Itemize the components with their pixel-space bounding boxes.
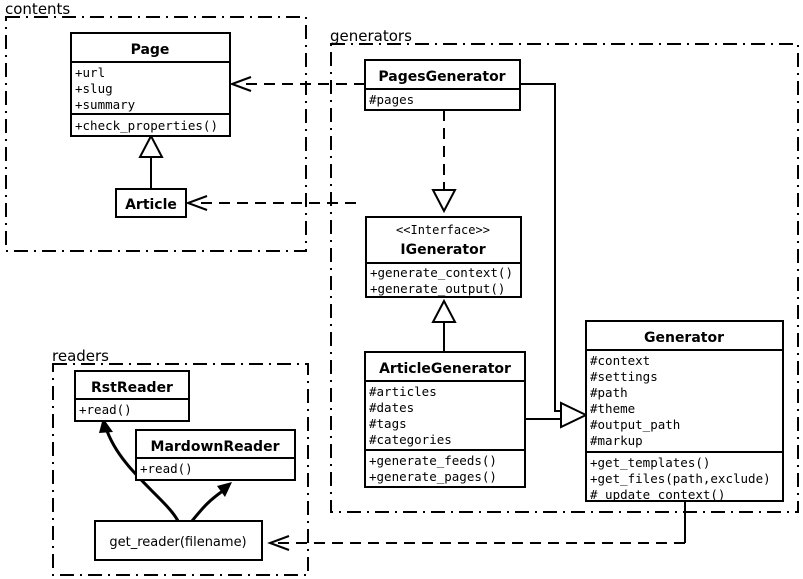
function-get-reader[interactable]: get_reader(filename) [94,520,263,561]
class-article-generator-method: +generate_feeds() [369,453,497,468]
class-article[interactable]: Article [115,188,187,218]
class-igenerator-method: +generate_output() [370,281,505,296]
relation-articlegenerator-extends-generator [525,401,589,429]
class-mardown-reader[interactable]: MardownReader +read() [135,429,296,481]
package-contents-border [5,16,307,252]
class-article-box [115,188,187,218]
dependency-arrowhead [185,195,208,211]
class-page-attribute: +url [75,65,105,80]
class-igenerator-box [365,216,522,298]
package-generators-label: generators [330,27,412,45]
package-readers-label: readers [52,347,109,365]
class-article-title: Article [125,197,177,213]
realization-arrowhead [431,189,457,214]
class-article-generator-attribute: #tags [369,416,407,431]
class-igenerator-method: +generate_context() [370,265,513,280]
class-igenerator-stereotype: <<Interface>> [396,223,490,237]
class-generator-attribute: #path [590,385,628,400]
package-generators[interactable]: generators [330,27,799,513]
creates-curve [104,426,180,523]
relation-pagesgenerator-uses-page [229,76,365,92]
class-rst-reader-method: +read() [79,402,132,417]
class-generator-attribute: #markup [590,433,643,448]
class-article-generator-attribute: #categories [369,432,452,447]
class-igenerator-title: IGenerator [400,242,485,258]
dependency-arrowhead [267,535,290,551]
package-generators-border [330,43,799,513]
class-mardown-reader-title: MardownReader [151,439,280,455]
class-mardown-reader-method: +read() [140,461,193,476]
class-article-generator-attribute: #articles [369,384,437,399]
class-generator-method: +get_templates() [590,455,710,470]
class-article-generator-title: ArticleGenerator [379,361,511,377]
generalization-arrowhead [560,401,589,429]
class-article-generator-method: +generate_pages() [369,469,497,484]
generalization-arrowhead [138,133,164,158]
class-generator-title: Generator [644,330,724,346]
relation-generator-uses-get-reader [267,501,686,551]
class-pages-generator-box [364,59,521,111]
class-article-generator-attribute: #dates [369,400,414,415]
class-rst-reader-title: RstReader [91,380,173,396]
package-readers-border [52,363,309,576]
dependency-arrowhead [229,76,252,92]
class-article-generator[interactable]: ArticleGenerator #articles #dates #tags … [364,351,526,488]
class-article-generator-box [364,351,526,488]
generalization-arrowhead [431,298,457,323]
class-generator-method: +get_files(path,exclude) [590,471,771,486]
package-contents-label: contents [5,0,70,18]
class-generator-method: #_update_context() [590,487,725,502]
class-generator-attribute: #settings [590,369,658,384]
creates-arrowhead [217,482,232,497]
class-page-attribute: +slug [75,81,113,96]
class-generator-attribute: #context [590,353,650,368]
package-readers[interactable]: readers [52,347,309,576]
class-pages-generator[interactable]: PagesGenerator #pages [364,59,521,111]
class-page[interactable]: Page +url +slug +summary +check_properti… [70,32,231,137]
class-rst-reader-box [74,370,190,422]
generalization-line [520,83,561,412]
package-contents[interactable]: contents [5,0,307,252]
relation-articlegenerator-uses-article [185,195,356,211]
class-igenerator[interactable]: <<Interface>> IGenerator +generate_conte… [365,216,522,298]
relation-get-reader-creates-mardownreader [190,482,232,523]
function-get-reader-label: get_reader(filename) [109,535,246,550]
class-page-method: +check_properties() [75,118,218,133]
class-page-attribute: +summary [75,97,136,112]
class-page-title: Page [131,42,170,58]
relation-pagesgenerator-extends-generator [520,83,561,412]
class-mardown-reader-box [135,429,296,481]
class-generator-attribute: #output_path [590,417,680,432]
class-page-box [70,32,231,137]
relation-articlegenerator-realizes-igenerator [431,298,457,352]
class-rst-reader[interactable]: RstReader +read() [74,370,190,422]
class-pages-generator-attribute: #pages [369,92,414,107]
relation-article-inherits-page [138,133,164,189]
creates-curve [190,488,226,523]
class-generator[interactable]: Generator #context #settings #path #them… [585,320,784,502]
function-get-reader-box [94,520,263,561]
relation-pagesgenerator-realizes-igenerator [431,110,457,214]
class-generator-attribute: #theme [590,401,635,416]
class-pages-generator-title: PagesGenerator [378,69,505,85]
